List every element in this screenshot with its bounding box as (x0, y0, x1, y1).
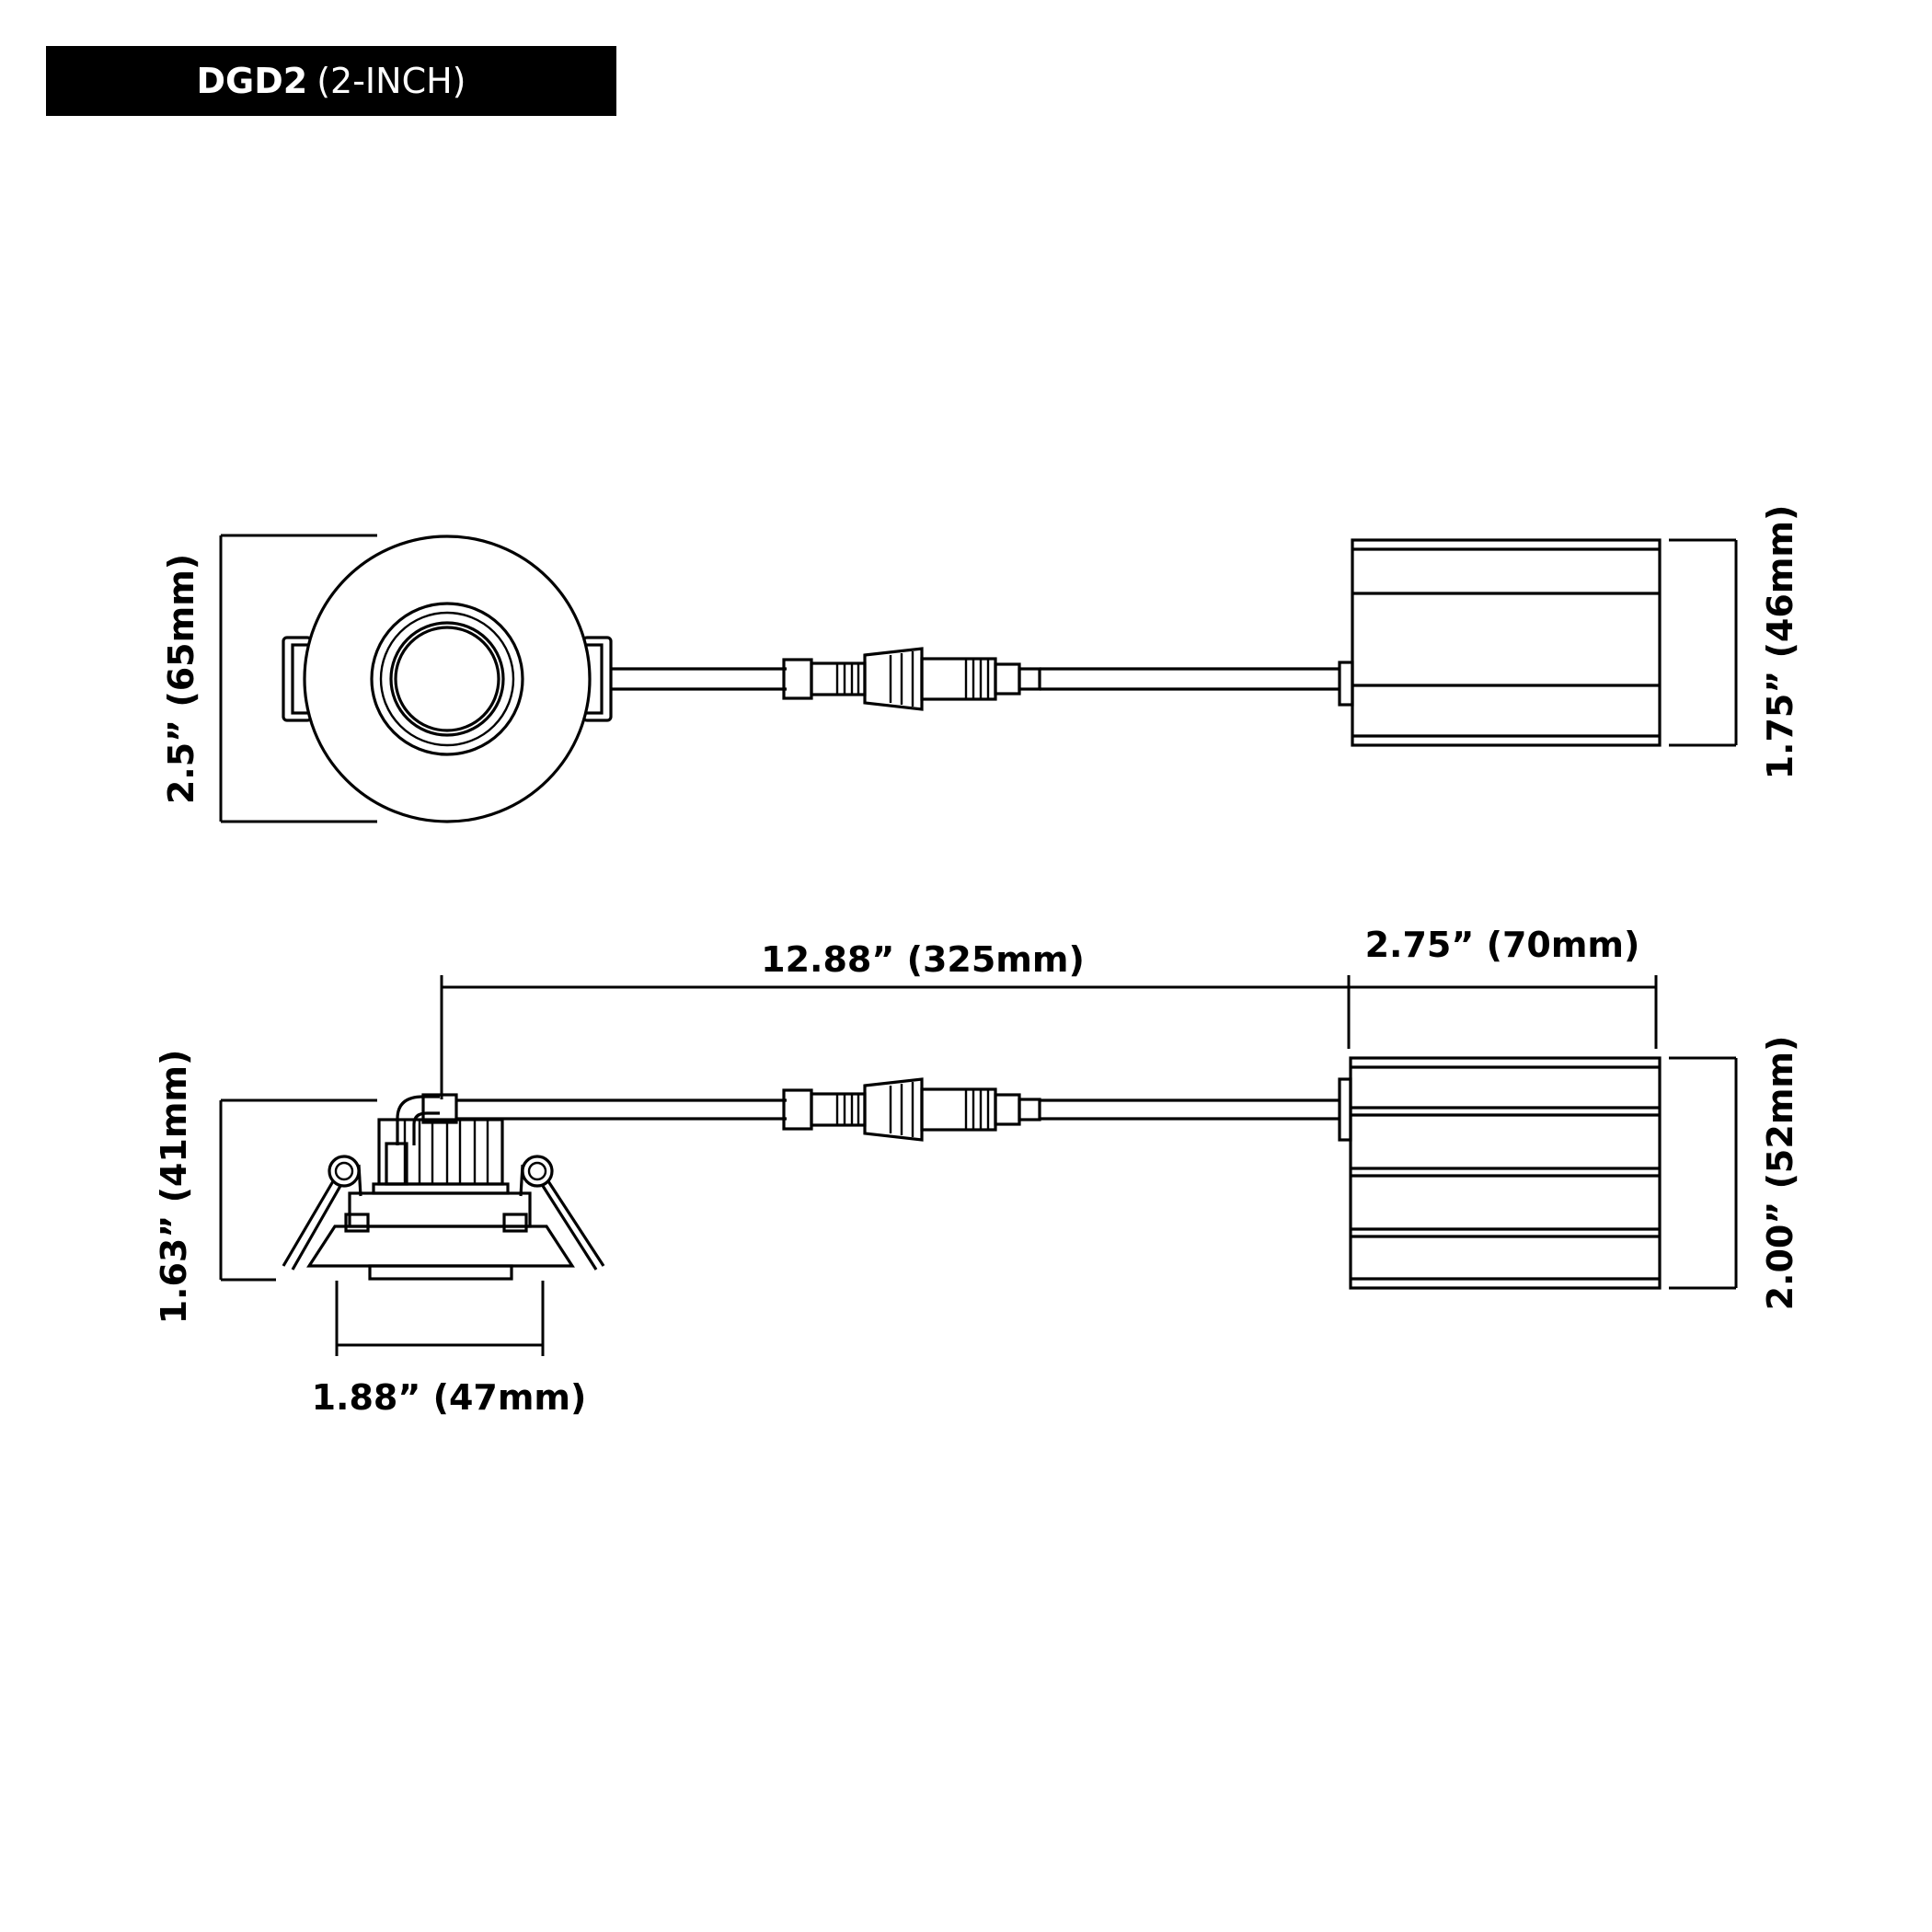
label-top-driver-height: 1.75” (46mm) (1760, 505, 1800, 780)
label-driver-length: 2.75” (70mm) (1365, 925, 1640, 965)
top-view-cable (611, 667, 1340, 691)
model-name: DGD2 (196, 61, 308, 101)
dim-cable-length (440, 975, 1656, 1099)
top-view-connector (782, 647, 1041, 711)
label-cable-length: 12.88” (325mm) (761, 939, 1085, 980)
label-fixture-cutout: 1.88” (47mm) (312, 1377, 587, 1418)
top-view-driver (1338, 538, 1662, 747)
side-view-cable (456, 1098, 1340, 1121)
dim-fixture-cutout (335, 1281, 545, 1356)
dim-side-driver-height (1669, 1056, 1738, 1290)
title-bar: DGD2 (2-INCH) (46, 46, 616, 116)
model-size: (2-INCH) (316, 61, 466, 101)
side-view-connector (782, 1077, 1041, 1142)
label-fixture-height: 1.63” (41mm) (154, 1050, 194, 1325)
dim-driver-length (1347, 975, 1658, 1049)
dim-fixture-height (219, 1098, 377, 1282)
top-view-fixture (282, 535, 613, 823)
side-view-driver (1338, 1056, 1662, 1290)
label-top-diameter: 2.5” (65mm) (161, 554, 201, 804)
dim-top-diameter (219, 534, 377, 823)
dim-top-driver-height (1669, 538, 1738, 747)
label-side-driver-height: 2.00” (52mm) (1760, 1036, 1800, 1311)
side-view-fixture (282, 1093, 605, 1281)
